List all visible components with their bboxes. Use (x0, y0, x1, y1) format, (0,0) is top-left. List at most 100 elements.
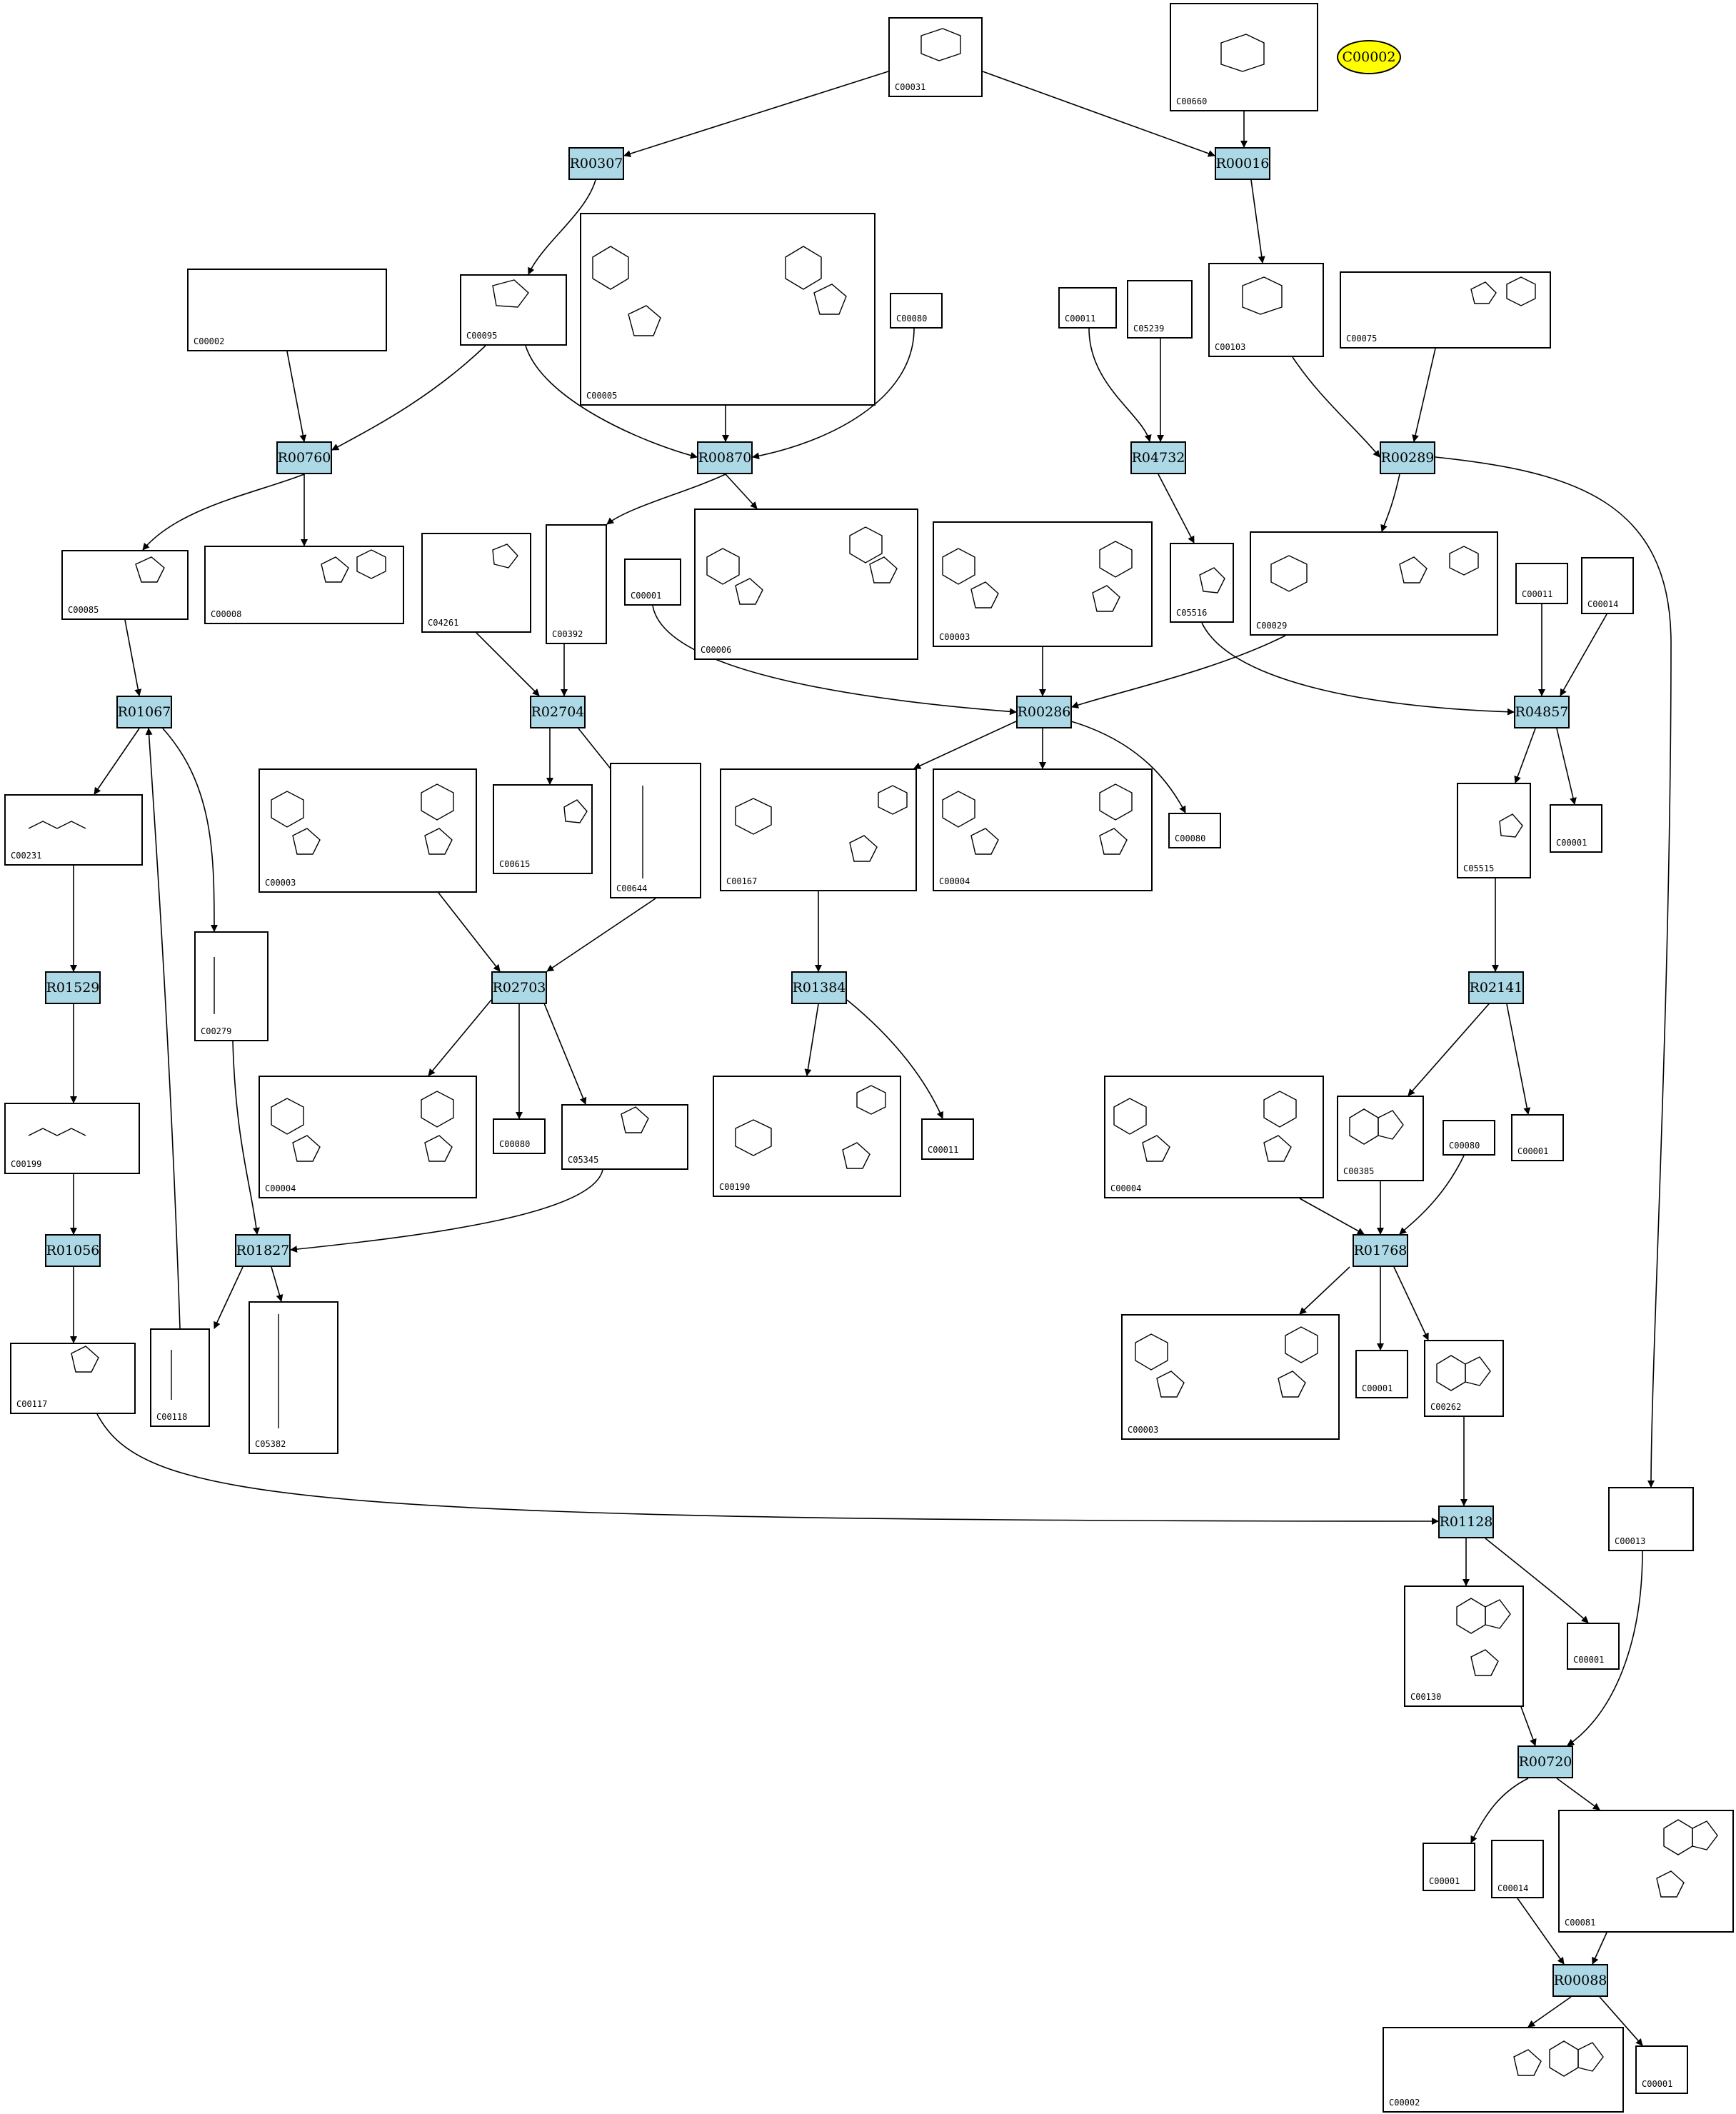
compound-c00001[interactable]: C00001 (1635, 2045, 1688, 2094)
reaction-r02704[interactable]: R02704 (530, 696, 586, 728)
reaction-edge (1380, 474, 1400, 532)
reaction-r00720[interactable]: R00720 (1517, 1745, 1573, 1778)
reaction-r00760[interactable]: R00760 (276, 441, 332, 474)
reaction-r00870[interactable]: R00870 (697, 441, 753, 474)
highlight-label: C00002 (1342, 49, 1396, 65)
compound-c00081[interactable]: C00081 (1558, 1810, 1734, 1933)
compound-c00006[interactable]: C00006 (694, 509, 918, 660)
reaction-r00286[interactable]: R00286 (1016, 696, 1072, 728)
reaction-edge (145, 728, 181, 1329)
compound-c00262[interactable]: C00262 (1424, 1340, 1504, 1417)
reaction-r01128[interactable]: R01128 (1438, 1506, 1494, 1538)
reaction-edge (1158, 474, 1195, 543)
compound-c00003[interactable]: C00003 (1121, 1314, 1340, 1440)
compound-c05516[interactable]: C05516 (1170, 543, 1234, 623)
reaction-r01056[interactable]: R01056 (45, 1234, 101, 1267)
compound-c00080[interactable]: C00080 (1443, 1120, 1495, 1156)
reaction-r01827[interactable]: R01827 (235, 1234, 291, 1267)
compound-c00080[interactable]: C00080 (493, 1118, 546, 1154)
compound-c00014[interactable]: C00014 (1491, 1840, 1544, 1898)
compound-c00013[interactable]: C00013 (1608, 1487, 1694, 1551)
compound-c05239[interactable]: C05239 (1127, 280, 1193, 339)
compound-c00001[interactable]: C00001 (1511, 1114, 1564, 1161)
compound-c00080[interactable]: C00080 (890, 293, 943, 329)
compound-c00644[interactable]: C00644 (610, 763, 701, 898)
compound-c00085[interactable]: C00085 (61, 550, 189, 620)
compound-c00003[interactable]: C00003 (933, 521, 1153, 647)
compound-c05382[interactable]: C05382 (249, 1301, 338, 1454)
compound-c00279[interactable]: C00279 (194, 931, 269, 1041)
reaction-edge (1560, 613, 1607, 696)
compound-c00167[interactable]: C00167 (720, 768, 917, 891)
reaction-edge (1556, 1778, 1600, 1810)
compound-c00130[interactable]: C00130 (1404, 1586, 1524, 1707)
reaction-r01768[interactable]: R01768 (1353, 1234, 1408, 1267)
compound-c00231[interactable]: C00231 (4, 794, 143, 866)
reaction-edge (804, 1003, 819, 1076)
reaction-r01067[interactable]: R01067 (116, 696, 172, 728)
reaction-edge (606, 474, 726, 525)
compound-c00004[interactable]: C00004 (259, 1076, 477, 1198)
reaction-edge (752, 328, 915, 460)
reaction-edge (1520, 1706, 1537, 1746)
compound-c00011[interactable]: C00011 (921, 1118, 974, 1160)
compound-c00008[interactable]: C00008 (204, 546, 404, 624)
compound-c00001[interactable]: C00001 (1567, 1623, 1620, 1670)
reaction-r01529[interactable]: R01529 (45, 971, 101, 1004)
compound-c05515[interactable]: C05515 (1457, 783, 1531, 878)
reaction-edge (652, 605, 1017, 716)
compound-c00011[interactable]: C00011 (1515, 563, 1568, 604)
compound-c00001[interactable]: C00001 (1355, 1350, 1408, 1398)
highlight-node[interactable]: C00002 (1337, 40, 1401, 74)
reaction-edge (1292, 356, 1380, 458)
reaction-edge (232, 1041, 260, 1235)
compound-c00392[interactable]: C00392 (546, 524, 607, 644)
compound-c00029[interactable]: C00029 (1250, 531, 1498, 636)
compound-c00095[interactable]: C00095 (460, 274, 567, 346)
reaction-r00289[interactable]: R00289 (1380, 441, 1435, 474)
compound-c00004[interactable]: C00004 (1104, 1076, 1324, 1198)
compound-c00031[interactable]: C00031 (888, 17, 983, 97)
compound-c00002[interactable]: C00002 (187, 269, 387, 351)
compound-c00118[interactable]: C00118 (150, 1328, 210, 1427)
reaction-edge (1435, 456, 1672, 1488)
compound-c00014[interactable]: C00014 (1581, 557, 1634, 614)
compound-c00001[interactable]: C00001 (1423, 1843, 1475, 1891)
compound-c00615[interactable]: C00615 (493, 784, 593, 874)
reaction-r04732[interactable]: R04732 (1130, 441, 1186, 474)
reaction-edge (725, 474, 758, 509)
reaction-edge (1201, 622, 1515, 716)
reaction-r02141[interactable]: R02141 (1468, 971, 1524, 1004)
reaction-r01384[interactable]: R01384 (791, 971, 847, 1004)
reaction-r04857[interactable]: R04857 (1514, 696, 1570, 728)
reaction-edge (525, 345, 698, 459)
reaction-r02703[interactable]: R02703 (491, 971, 547, 1004)
reaction-edge (1506, 1003, 1531, 1115)
compound-c00080[interactable]: C00080 (1168, 813, 1221, 848)
reaction-edge (438, 892, 501, 972)
compound-c00003[interactable]: C00003 (259, 768, 477, 893)
compound-c05345[interactable]: C05345 (561, 1104, 688, 1170)
reaction-r00088[interactable]: R00088 (1552, 1964, 1608, 1997)
compound-c00011[interactable]: C00011 (1058, 287, 1117, 329)
reaction-edge (1412, 348, 1436, 442)
compound-c00005[interactable]: C00005 (580, 213, 875, 406)
reaction-edge (214, 1266, 244, 1329)
reaction-edge (1071, 635, 1286, 708)
compound-c00002[interactable]: C00002 (1383, 2027, 1624, 2113)
compound-c00199[interactable]: C00199 (4, 1103, 140, 1174)
reaction-edge (542, 999, 587, 1105)
compound-c00001[interactable]: C00001 (624, 558, 681, 606)
reaction-r00016[interactable]: R00016 (1215, 147, 1270, 180)
compound-c00004[interactable]: C00004 (933, 768, 1153, 891)
compound-c00103[interactable]: C00103 (1208, 263, 1324, 357)
compound-c00190[interactable]: C00190 (713, 1076, 901, 1197)
reaction-edge (846, 999, 943, 1119)
compound-c00117[interactable]: C00117 (10, 1343, 136, 1414)
compound-c00385[interactable]: C00385 (1337, 1096, 1424, 1181)
reaction-r00307[interactable]: R00307 (568, 147, 624, 180)
compound-c04261[interactable]: C04261 (421, 533, 531, 633)
compound-c00001[interactable]: C00001 (1550, 804, 1602, 853)
compound-c00660[interactable]: C00660 (1170, 3, 1318, 111)
compound-c00075[interactable]: C00075 (1340, 271, 1551, 349)
